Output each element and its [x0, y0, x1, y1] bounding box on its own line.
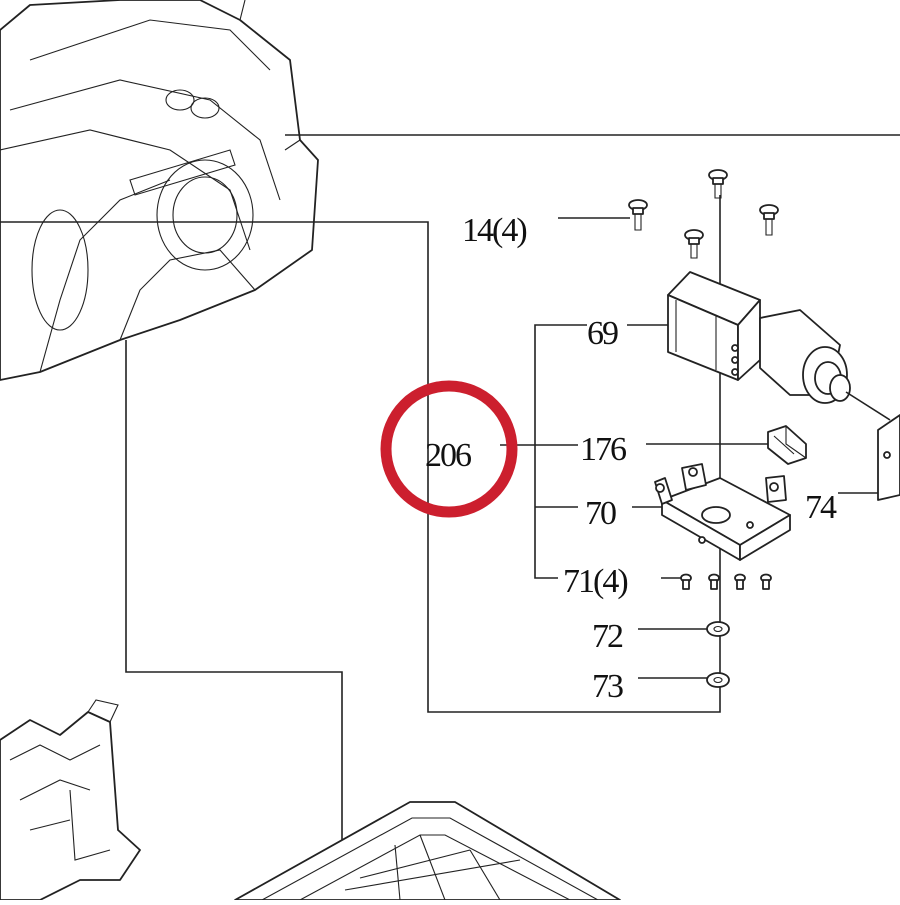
screw-71-set: [680, 573, 772, 590]
callout-71: 71(4): [563, 563, 627, 600]
highlight-circle: [380, 380, 518, 518]
callout-74: 74: [805, 489, 837, 526]
screw-14-c: [759, 204, 779, 236]
connector-176: [767, 425, 807, 465]
washer-73: [706, 672, 730, 688]
lower-tray: [234, 801, 621, 901]
callout-14: 14(4): [462, 212, 526, 249]
plate-74: [877, 414, 900, 501]
callout-206: 206: [425, 437, 471, 474]
screw-14-b: [628, 199, 648, 231]
bracket-70: [654, 463, 791, 561]
screw-14-a: [708, 169, 728, 199]
screw-14-d: [684, 229, 704, 259]
lower-left-part: [0, 699, 141, 901]
callout-176: 176: [580, 431, 626, 468]
callout-72: 72: [592, 618, 623, 655]
washer-72: [706, 621, 730, 637]
housing-drawing: [0, 0, 319, 381]
callout-69: 69: [587, 315, 618, 352]
callout-70: 70: [585, 495, 616, 532]
motor-69: [667, 271, 891, 421]
callout-73: 73: [592, 668, 623, 705]
